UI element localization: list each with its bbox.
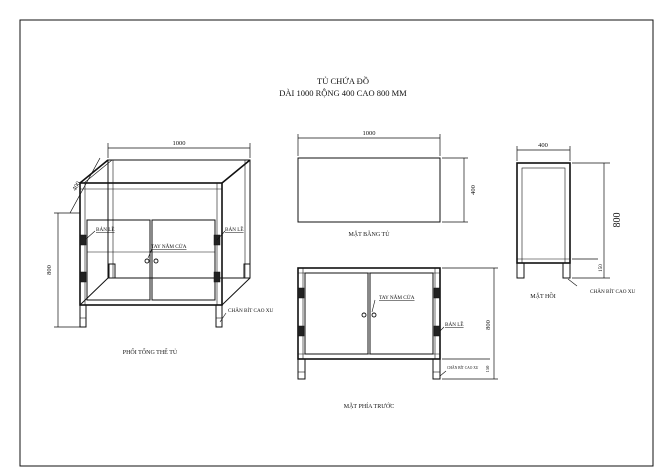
hinge-icon <box>297 287 305 299</box>
handle-icon <box>153 258 159 264</box>
isometric-view <box>54 143 251 328</box>
top-caption: MẶT BẰNG TỦ <box>348 230 390 238</box>
iso-label-hinge-left: BẢN LỀ <box>96 225 115 233</box>
front-dim-foot: 150 <box>485 365 490 373</box>
sheet-border <box>19 19 654 467</box>
hinge-icon <box>79 234 87 246</box>
side-dim-height: 800 <box>612 213 623 228</box>
iso-label-feet: CHÂN BÍT CAO XU <box>228 306 274 314</box>
iso-dim-length: 1000 <box>173 140 186 147</box>
hinge-icon <box>433 325 441 337</box>
iso-label-handle: TAY NẮM CỬA <box>151 242 187 250</box>
side-caption: MẶT HỒI <box>530 292 555 300</box>
handle-icon <box>371 312 377 318</box>
front-caption: MẶT PHÍA TRƯỚC <box>344 402 394 410</box>
side-dim-foot: 150 <box>598 264 604 272</box>
side-dim-width: 400 <box>538 142 548 149</box>
hinge-icon <box>213 271 221 283</box>
iso-dim-depth: 400 <box>71 180 82 192</box>
front-dim-height: 800 <box>485 320 492 330</box>
side-label-feet: CHÂN BÍT CAO XU <box>590 287 636 295</box>
front-label-feet: CHÂN BÍT CAO XU <box>447 365 479 370</box>
title-line1: TỦ CHỨA ĐỒ <box>317 76 369 86</box>
iso-dim-height: 800 <box>46 265 53 275</box>
hinge-icon <box>79 271 87 283</box>
top-dim-depth: 400 <box>470 185 477 195</box>
top-dim-length: 1000 <box>363 130 376 137</box>
iso-caption: PHỐI TỔNG THỂ TỦ <box>123 348 178 356</box>
front-view <box>297 267 498 380</box>
front-label-handle: TAY NẮM CỬA <box>379 293 415 301</box>
hinge-icon <box>297 325 305 337</box>
hinge-icon <box>433 287 441 299</box>
side-view <box>516 146 610 287</box>
title-line2: DÀI 1000 RỘNG 400 CAO 800 MM <box>279 88 407 98</box>
handle-icon <box>361 312 367 318</box>
handle-icon <box>144 258 150 264</box>
front-label-hinge: BẢN LỀ <box>445 320 464 328</box>
iso-label-hinge-right: BẢN LỀ <box>225 225 244 233</box>
top-view <box>297 134 468 223</box>
